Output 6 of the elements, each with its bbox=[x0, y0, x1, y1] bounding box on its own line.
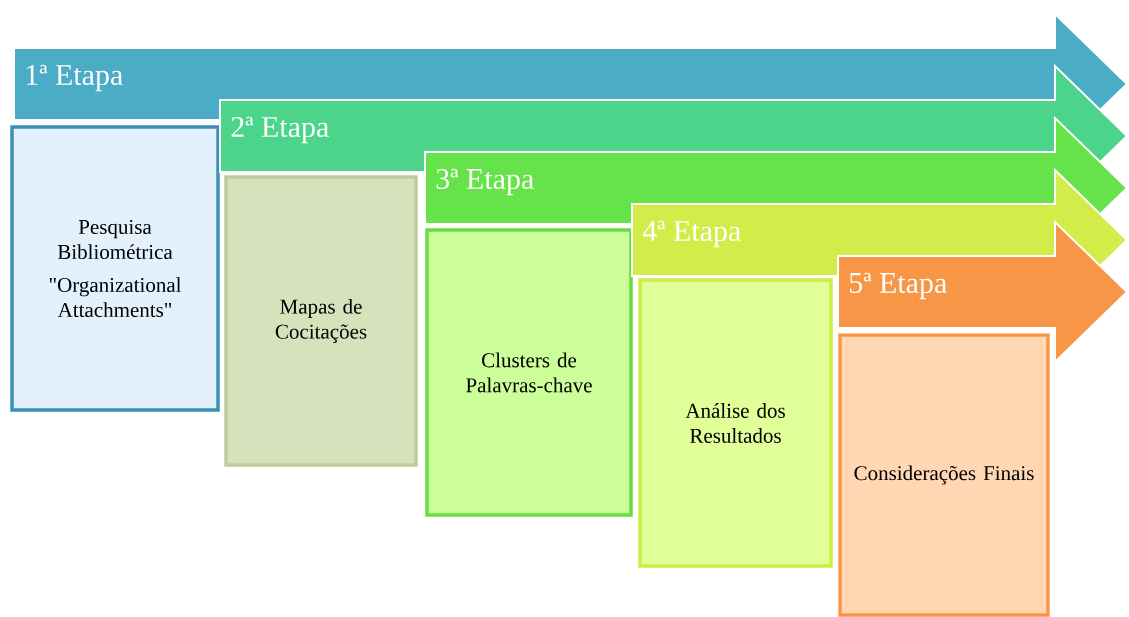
text-box: Análise dos Resultados bbox=[638, 278, 833, 568]
text-box: Mapas de Cocitações bbox=[224, 175, 418, 467]
arrow-band: 5ª Etapa bbox=[837, 219, 1129, 365]
text-box: Pesquisa Bibliométrica "Organizational Attachments" bbox=[10, 125, 220, 412]
text-box: Considerações Finais bbox=[838, 333, 1050, 617]
text-box: Clusters de Palavras-chave bbox=[425, 228, 633, 517]
